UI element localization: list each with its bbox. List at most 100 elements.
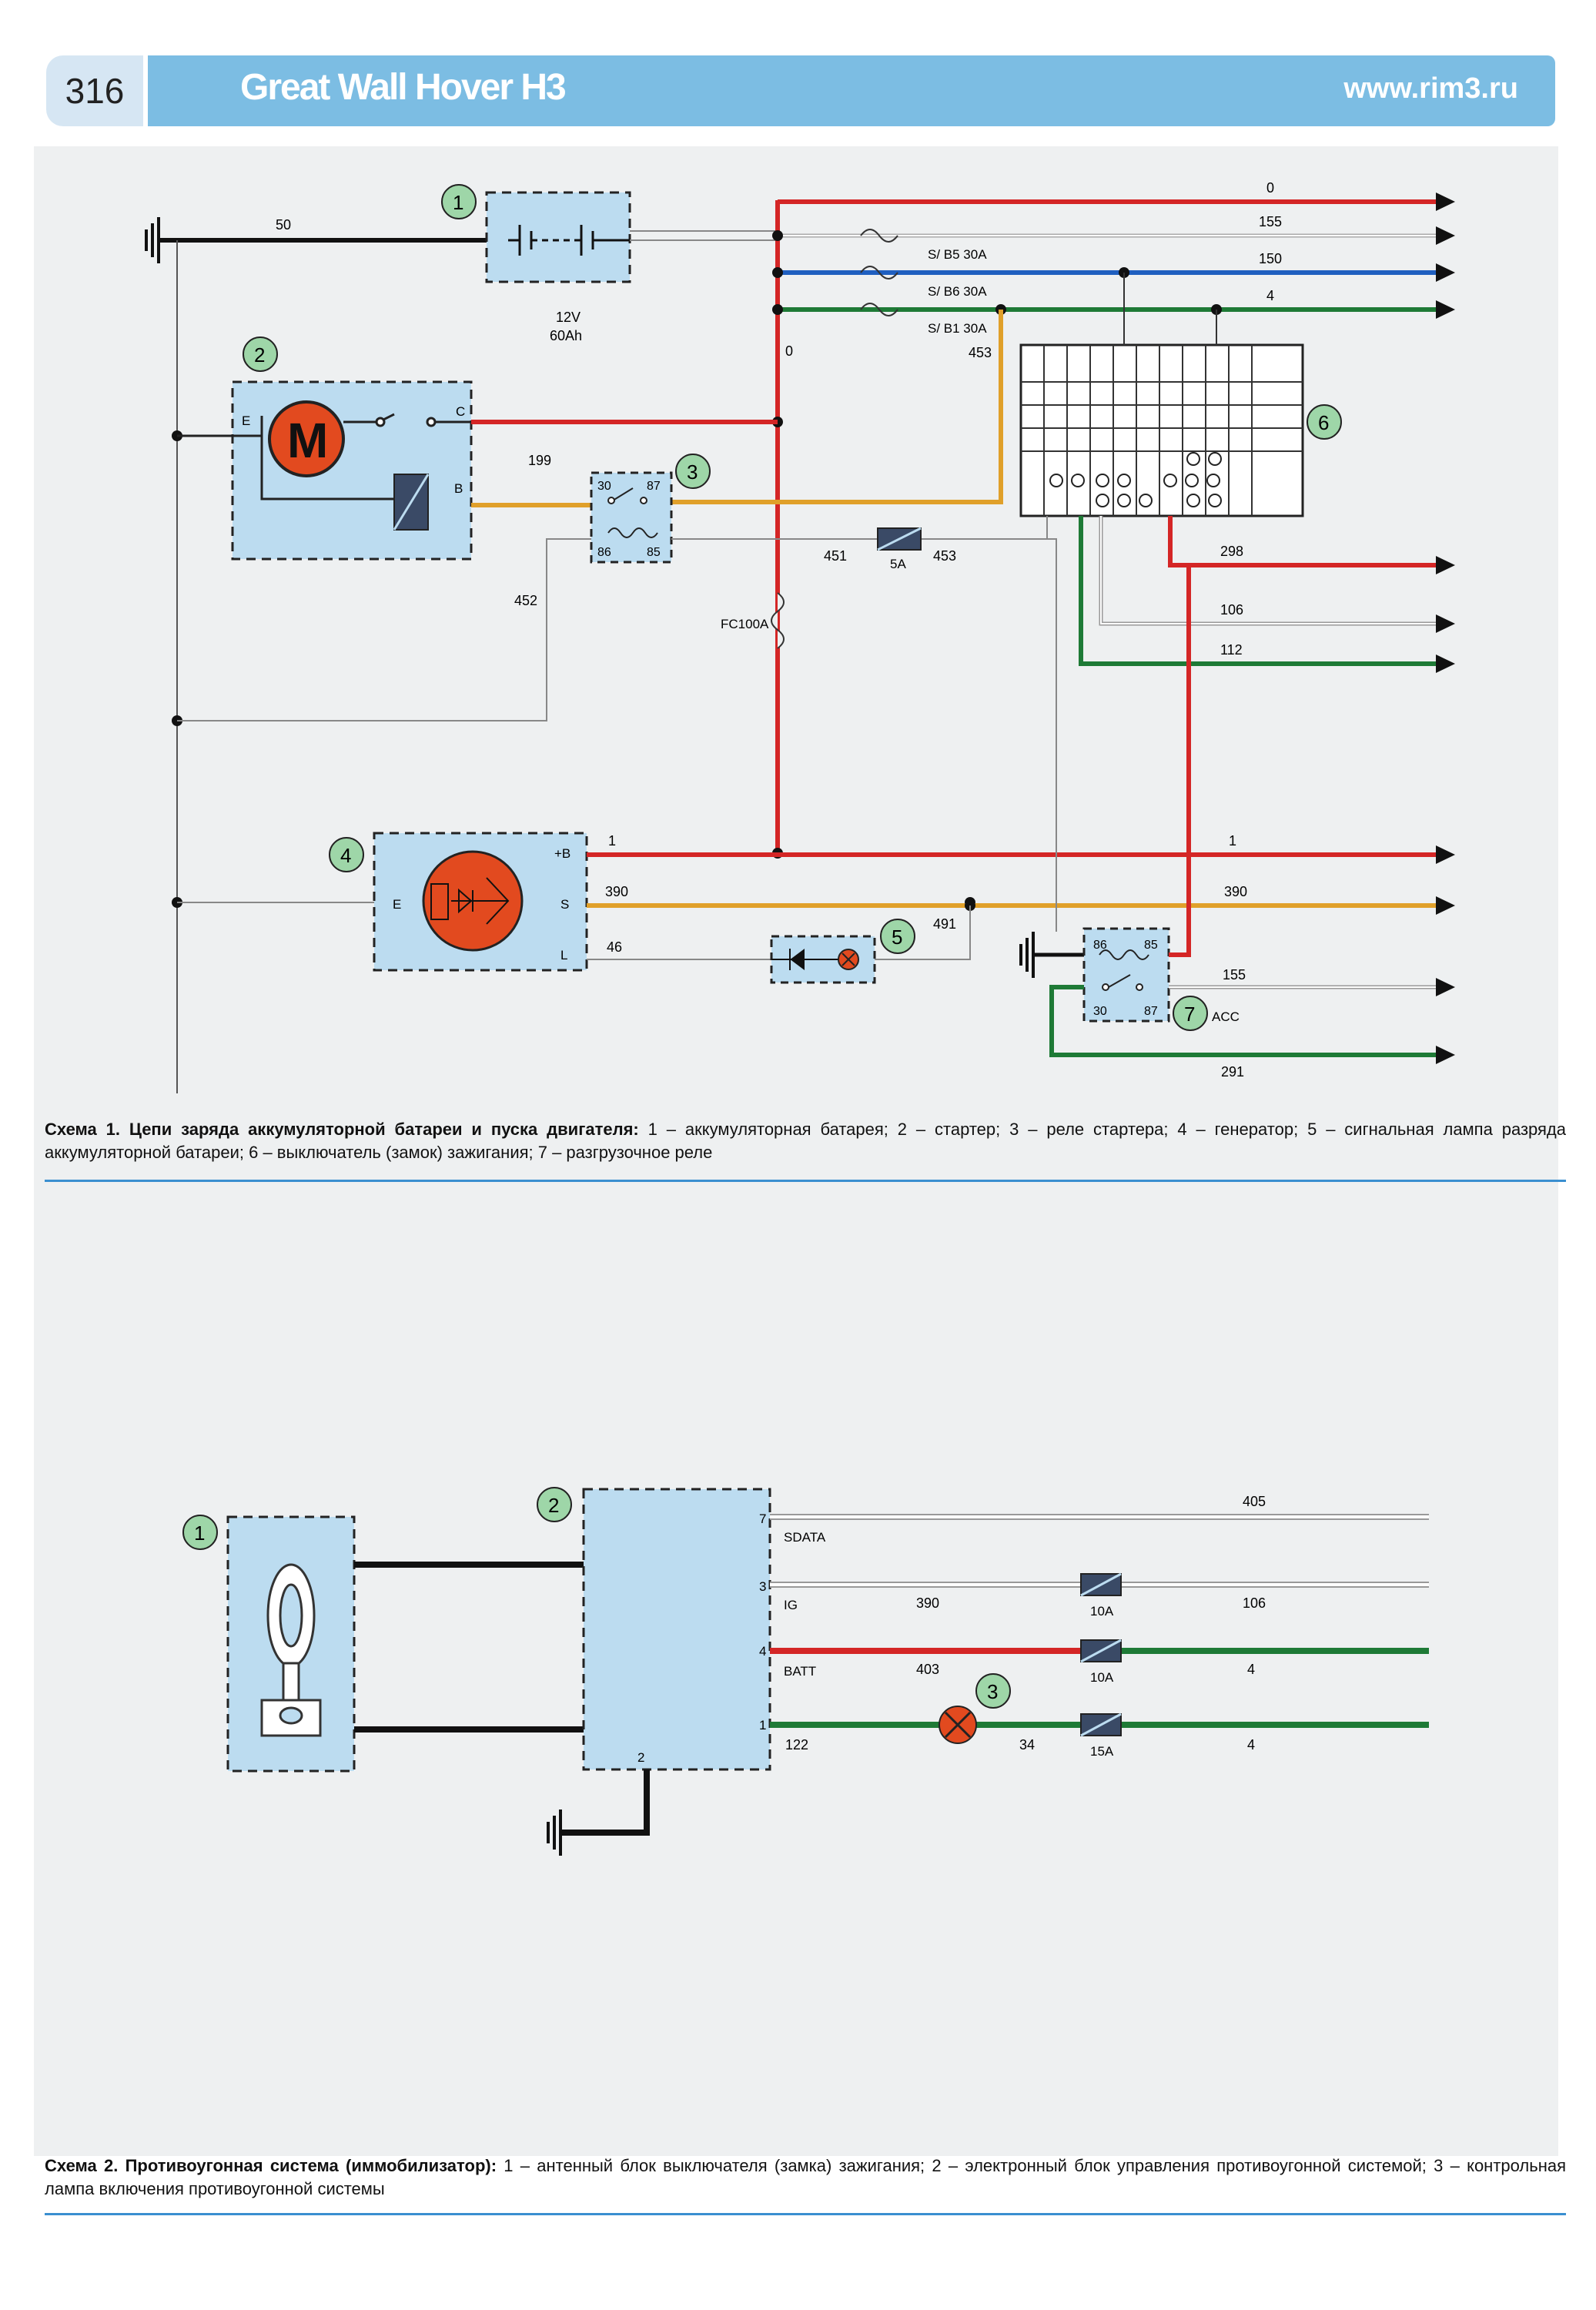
starter-pin-e: E	[242, 413, 250, 428]
wire-label-106: 106	[1220, 602, 1243, 618]
wire-298	[1168, 516, 1440, 567]
callout-d2-2: 2	[537, 1487, 572, 1522]
ignition-contacts	[1049, 452, 1222, 507]
wire-452	[177, 538, 591, 721]
solenoid-hatch	[393, 474, 430, 531]
battery-icon	[508, 225, 630, 256]
arrow-150	[1436, 263, 1455, 282]
wire-label-390-left: 390	[605, 884, 628, 899]
caption-2-title: Схема 2. Противоугонная система (иммобил…	[45, 2156, 497, 2175]
wire-106	[1099, 516, 1440, 626]
callout-d2-3: 3	[975, 1673, 1011, 1709]
starter-box	[231, 380, 473, 561]
immobilizer-ecu-box	[582, 1488, 771, 1771]
fuse-label-fc100a: FC100A	[721, 617, 769, 631]
wire-label-34: 34	[1019, 1737, 1035, 1753]
wire-112	[1079, 516, 1440, 666]
arrow-155-bottom	[1436, 978, 1455, 996]
divider-1	[45, 1180, 1566, 1182]
fuse-10a-2-hatch	[1080, 1639, 1122, 1663]
relay3-pin-87: 87	[647, 480, 661, 493]
site-url: www.rim3.ru	[1343, 72, 1518, 105]
fuse-sb1	[860, 303, 898, 316]
book-title: Great Wall Hover H3	[240, 67, 567, 108]
fuse-label-sb5: S/ B5 30A	[928, 247, 987, 262]
wire-label-405: 405	[1243, 1494, 1266, 1509]
relay3-pin-86: 86	[597, 546, 611, 559]
motor-letter: M	[287, 413, 328, 468]
fuse-label-5a: 5A	[890, 557, 906, 571]
wire-label-4b: 4	[1247, 1737, 1255, 1753]
arrow-298	[1436, 556, 1455, 574]
unload-relay-box	[1082, 927, 1170, 1023]
callout-d2-1-text: 1	[194, 1522, 205, 1545]
signal-batt: BATT	[784, 1664, 816, 1679]
immobilizer-lamp-cross	[944, 1711, 972, 1739]
diagram-2: 7 3 4 1 2 SDATA 405 IG 390 106 10A BATT …	[182, 1487, 1429, 1856]
callout-5: 5	[880, 919, 915, 954]
caption-diagram-1: Схема 1. Цепи заряда аккумуляторной бата…	[45, 1118, 1566, 1164]
wire-label-0-top: 0	[1266, 180, 1274, 196]
wire-291	[1049, 985, 1440, 1057]
starter-relay-internals	[607, 487, 658, 538]
callout-7: 7	[1173, 996, 1208, 1031]
fuse-label-10a-1: 10A	[1090, 1604, 1114, 1619]
wire-label-403: 403	[916, 1662, 939, 1677]
relay3-pin-30: 30	[597, 480, 611, 493]
callout-7-text: 7	[1184, 1003, 1195, 1026]
wire-label-199: 199	[528, 453, 551, 468]
wire-label-1-left: 1	[608, 833, 616, 849]
wire-label-453-mid: 453	[933, 548, 956, 564]
callout-d2-3-text: 3	[987, 1680, 998, 1703]
battery-voltage: 12V	[556, 310, 581, 325]
fuse-label-sb1: S/ B1 30A	[928, 321, 987, 336]
ecu-pin-2: 2	[637, 1750, 644, 1765]
gen-pin-s: S	[560, 897, 569, 912]
wire-label-50: 50	[276, 217, 291, 233]
fuse-5a-hatch	[877, 527, 922, 551]
callout-2-text: 2	[254, 343, 265, 367]
wire-label-1-right: 1	[1229, 833, 1236, 849]
wire-453-orange	[662, 310, 1003, 504]
callout-d2-1: 1	[182, 1515, 218, 1550]
wire-label-150: 150	[1259, 251, 1282, 266]
unload-relay-internals	[1099, 949, 1149, 991]
wire-491	[875, 906, 971, 960]
page-number: 316	[46, 55, 143, 126]
wire-453-relay7	[1047, 538, 1057, 932]
fuse-sb5	[860, 229, 898, 243]
wire-label-491: 491	[933, 916, 956, 932]
wire-label-106: 106	[1243, 1595, 1266, 1611]
caption-1-text: 1 – аккумуляторная батарея; 2 – стартер;…	[45, 1120, 1567, 1162]
fuse-15a-hatch	[1080, 1712, 1122, 1737]
callout-d2-2-text: 2	[548, 1494, 559, 1517]
fuse-label-10a-2: 10A	[1090, 1670, 1114, 1685]
wire-label-155-top: 155	[1259, 214, 1282, 229]
ignition-switch-grid	[1021, 345, 1303, 516]
relay3-pin-85: 85	[647, 546, 661, 559]
arrow-291	[1436, 1046, 1455, 1064]
generator-diode-icon	[430, 877, 510, 925]
diode-icon	[771, 949, 839, 970]
gen-pin-l: L	[560, 948, 567, 962]
ecu-pin-1: 1	[759, 1718, 766, 1732]
fuse-sb6	[860, 266, 898, 280]
fuse-label-15a: 15A	[1090, 1744, 1114, 1759]
relay7-pin-85: 85	[1144, 939, 1158, 952]
callout-2: 2	[243, 336, 278, 372]
motor-icon	[268, 400, 345, 477]
starter-internal-wiring	[177, 413, 471, 500]
arrow-1	[1436, 845, 1455, 864]
wire-label-4-top: 4	[1266, 288, 1274, 303]
ecu-pin-3: 3	[759, 1579, 766, 1594]
wire-label-122: 122	[785, 1737, 808, 1753]
wire-label-453-fuse: 453	[969, 345, 992, 360]
callout-4-text: 4	[340, 844, 351, 867]
relay7-pin-30: 30	[1093, 1005, 1107, 1018]
wire-label-390-right: 390	[1224, 884, 1247, 899]
wire-106-core	[1100, 516, 1440, 624]
callout-3-text: 3	[687, 460, 698, 484]
page-header: 316 Great Wall Hover H3 www.rim3.ru	[46, 55, 1555, 126]
fuse-10a-1-hatch	[1080, 1572, 1122, 1597]
starter-relay-box	[590, 471, 673, 564]
